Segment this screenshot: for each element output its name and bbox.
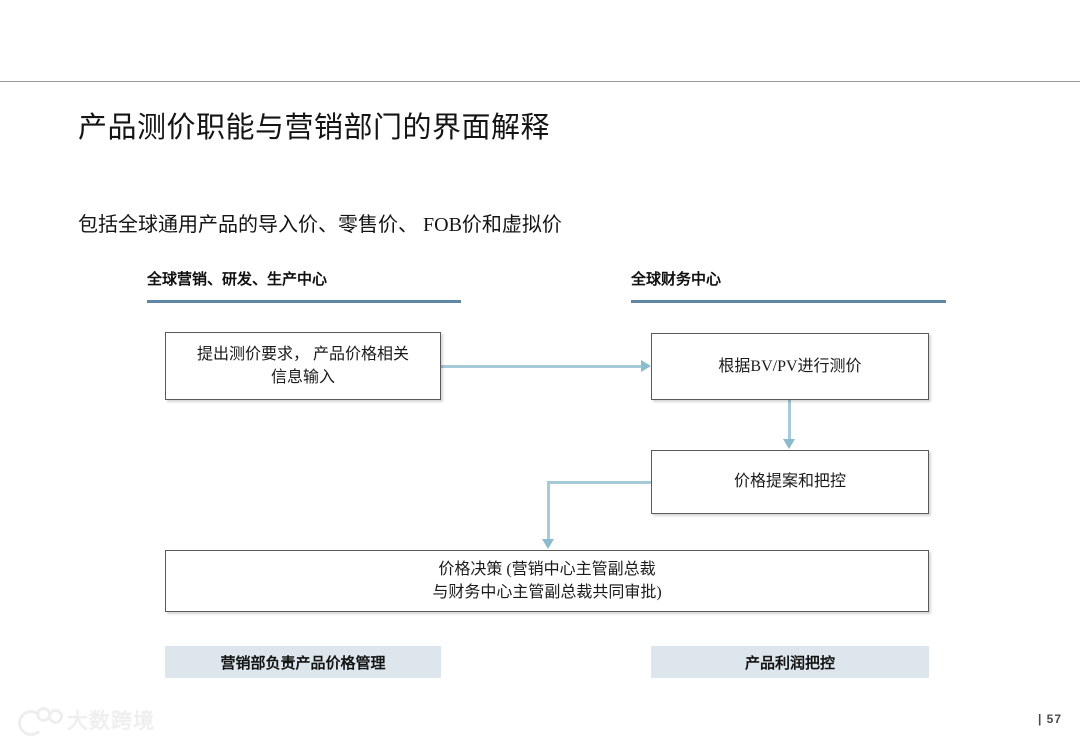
watermark-logo-icon — [18, 707, 63, 736]
column-header-right: 全球财务中心 — [631, 268, 946, 303]
connector-proposal-to-decision-vertical — [547, 481, 550, 541]
page-subtitle: 包括全球通用产品的导入价、零售价、 FOB价和虚拟价 — [78, 214, 562, 236]
arrowhead-down-icon — [783, 439, 795, 449]
column-header-left-label: 全球营销、研发、生产中心 — [147, 271, 328, 288]
column-header-left-rule — [147, 300, 461, 303]
footer-band-right-label: 产品利润把控 — [744, 654, 835, 672]
footer-band-right: 产品利润把控 — [651, 646, 929, 678]
page-number: | 57 — [1037, 712, 1062, 726]
process-box-proposal[interactable]: 价格提案和把控 — [651, 450, 929, 514]
process-box-decision-line2: 与财务中心主管副总裁共同审批) — [432, 584, 662, 601]
connector-bvpv-to-proposal — [788, 400, 791, 440]
process-box-bvpv-line1: 根据BV/PV进行测价 — [718, 357, 862, 375]
column-header-right-rule — [631, 300, 946, 303]
process-box-proposal-line1: 价格提案和把控 — [733, 473, 846, 491]
connector-request-to-bvpv — [441, 365, 644, 368]
footer-band-left: 营销部负责产品价格管理 — [165, 646, 441, 678]
process-box-decision[interactable]: 价格决策 (营销中心主管副总裁 与财务中心主管副总裁共同审批) — [165, 550, 929, 612]
process-box-decision-line1: 价格决策 (营销中心主管副总裁 — [438, 560, 656, 578]
arrowhead-right-icon — [641, 360, 651, 372]
column-header-right-label: 全球财务中心 — [631, 271, 722, 288]
watermark: 大数跨境 — [18, 705, 155, 736]
process-box-request-line1: 提出测价要求， 产品价格相关 — [196, 345, 409, 363]
connector-proposal-to-decision-horizontal — [547, 481, 652, 484]
column-header-left: 全球营销、研发、生产中心 — [147, 268, 461, 303]
arrowhead-down-icon — [542, 539, 554, 549]
process-box-request-line2: 信息输入 — [270, 369, 335, 386]
process-box-bvpv[interactable]: 根据BV/PV进行测价 — [651, 333, 929, 400]
watermark-text: 大数跨境 — [67, 710, 155, 733]
page-title: 产品测价职能与营销部门的界面解释 — [78, 112, 551, 144]
process-box-request[interactable]: 提出测价要求， 产品价格相关 信息输入 — [165, 332, 441, 400]
footer-band-left-label: 营销部负责产品价格管理 — [220, 654, 386, 672]
header-divider — [0, 81, 1080, 82]
